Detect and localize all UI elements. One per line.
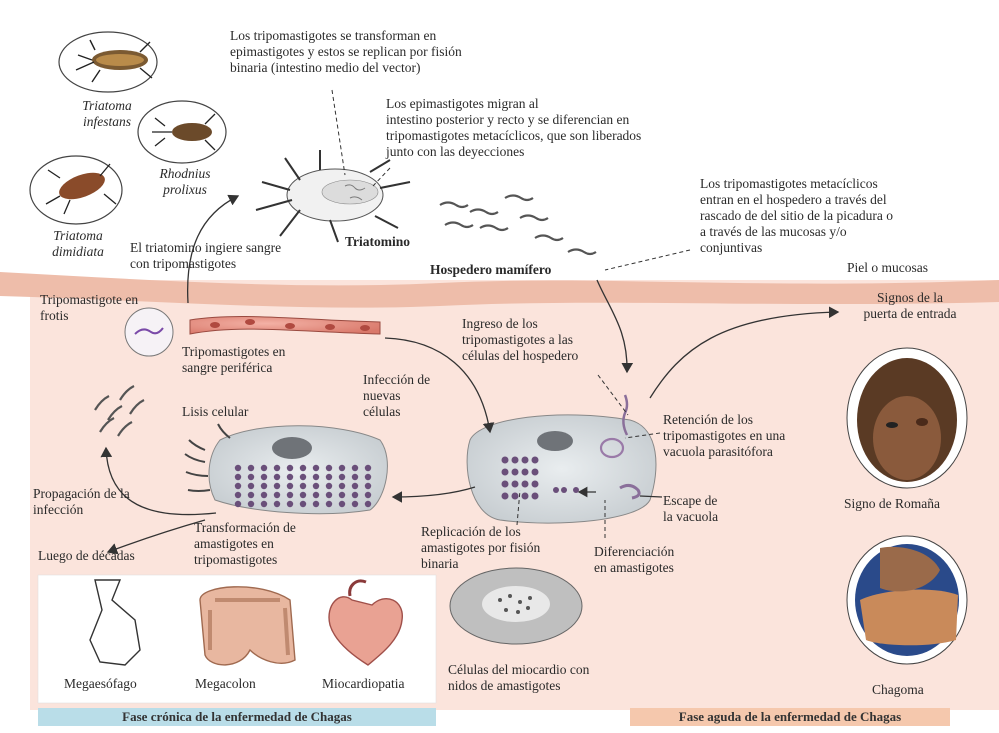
amastigote	[326, 501, 332, 507]
label-signos-puerta: Signos de la puerta de entrada	[845, 290, 975, 322]
label-luego-decadas: Luego de décadas	[38, 548, 135, 564]
amastigote	[313, 465, 319, 471]
label-triatomino: Triatomino	[345, 234, 410, 250]
label-rhodnius-prolixus: Rhodnius prolixus	[140, 166, 230, 198]
text-epimastigotes-migrate: Los epimastigotes migran al intestino po…	[386, 96, 706, 160]
label-tripomastigote-frotis: Tripomastigote en frotis	[40, 292, 180, 324]
amastigote	[313, 474, 319, 480]
myocardium-nest-image	[450, 568, 582, 644]
amastigote	[248, 492, 254, 498]
label-escape-vacuola: Escape de la vacuola	[663, 493, 753, 525]
amastigote	[261, 492, 267, 498]
amastigote	[287, 501, 293, 507]
pointer-transform	[332, 90, 345, 175]
amastigote	[313, 492, 319, 498]
amastigote	[300, 465, 306, 471]
amastigote	[326, 465, 332, 471]
banner-fase-aguda: Fase aguda de la enfermedad de Chagas	[630, 708, 950, 726]
amastigote	[339, 465, 345, 471]
amastigote	[287, 474, 293, 480]
label-tripomastigotes-sangre: Tripomastigotes en sangre periférica	[182, 344, 342, 376]
amastigote	[287, 465, 293, 471]
text-retencion-vacuola: Retención de los tripomastigotes en una …	[663, 412, 843, 460]
amastigote	[326, 474, 332, 480]
label-megacolon: Megacolon	[195, 676, 256, 692]
megacolon-drawing	[200, 587, 295, 665]
metacyclic-trypomastigotes	[440, 196, 596, 255]
romana-sign-photo	[847, 348, 967, 488]
label-infeccion-nuevas: Infección de nuevas células	[363, 372, 463, 420]
label-piel-mucosas: Piel o mucosas	[847, 260, 928, 276]
amastigote	[352, 465, 358, 471]
host-cell	[467, 415, 656, 523]
amastigote	[235, 483, 241, 489]
amastigote	[274, 483, 280, 489]
amastigote	[339, 483, 345, 489]
amastigote	[352, 483, 358, 489]
amastigote	[365, 465, 371, 471]
triatomine-bug-diagram	[256, 150, 410, 242]
amastigote	[261, 501, 267, 507]
text-transformacion: Transformación de amastigotes en tripoma…	[194, 520, 344, 568]
amastigote	[326, 492, 332, 498]
amastigote	[248, 501, 254, 507]
amastigote	[300, 483, 306, 489]
amastigote	[326, 483, 332, 489]
amastigote	[261, 483, 267, 489]
amastigote	[274, 501, 280, 507]
amastigote	[300, 501, 306, 507]
amastigote	[248, 474, 254, 480]
amastigote	[235, 474, 241, 480]
amastigote	[365, 474, 371, 480]
triatoma-infestans-image	[59, 32, 157, 92]
amastigote	[274, 474, 280, 480]
triatoma-dimidiata-image	[30, 156, 122, 224]
amastigote	[274, 492, 280, 498]
label-hospedero-mamifero: Hospedero mamífero	[430, 262, 551, 278]
label-signo-romana: Signo de Romaña	[844, 496, 940, 512]
amastigote	[313, 483, 319, 489]
amastigote	[261, 474, 267, 480]
banner-fase-cronica: Fase crónica de la enfermedad de Chagas	[38, 708, 436, 726]
amastigote	[339, 474, 345, 480]
label-propagacion: Propagación de la infección	[33, 486, 183, 518]
amastigote	[235, 465, 241, 471]
label-lisis-celular: Lisis celular	[182, 404, 248, 420]
pointer-migrate	[373, 168, 390, 186]
text-ingreso-celulas: Ingreso de los tripomastigotes a las cél…	[462, 316, 632, 364]
amastigote	[248, 483, 254, 489]
amastigote	[352, 474, 358, 480]
text-metaciclicos-enter: Los tripomastigotes metacíclicos entran …	[700, 176, 970, 256]
amastigote	[352, 492, 358, 498]
amastigote	[248, 465, 254, 471]
text-replicacion: Replicación de los amastigotes por fisió…	[421, 524, 581, 572]
amastigote	[287, 492, 293, 498]
label-triatoma-infestans: Triatoma infestans	[62, 98, 152, 130]
label-triatoma-dimidiata: Triatoma dimidiata	[33, 228, 123, 260]
label-chagoma: Chagoma	[872, 682, 924, 698]
amastigote	[235, 492, 241, 498]
chagoma-photo	[847, 536, 967, 664]
amastigote	[287, 483, 293, 489]
amastigote	[365, 501, 371, 507]
label-miocardiopatia: Miocardiopatia	[322, 676, 404, 692]
pointer-metaciclicos	[605, 250, 690, 270]
text-triatomino-ingiere: El triatomino ingiere sangre con tripoma…	[130, 240, 340, 272]
amastigote	[235, 501, 241, 507]
amastigote	[313, 501, 319, 507]
amastigote	[300, 492, 306, 498]
amastigote	[339, 501, 345, 507]
amastigote	[339, 492, 345, 498]
label-megaesofago: Megaesófago	[64, 676, 137, 692]
amastigote	[352, 501, 358, 507]
amastigote	[365, 483, 371, 489]
text-transform-epimastigotes: Los tripomastigotes se transforman en ep…	[230, 28, 520, 76]
amastigote	[300, 474, 306, 480]
text-celulas-miocardio: Células del miocardio con nidos de amast…	[448, 662, 648, 694]
amastigote	[261, 465, 267, 471]
amastigote	[365, 492, 371, 498]
amastigote	[274, 465, 280, 471]
text-diferenciacion: Diferenciación en amastigotes	[594, 544, 724, 576]
